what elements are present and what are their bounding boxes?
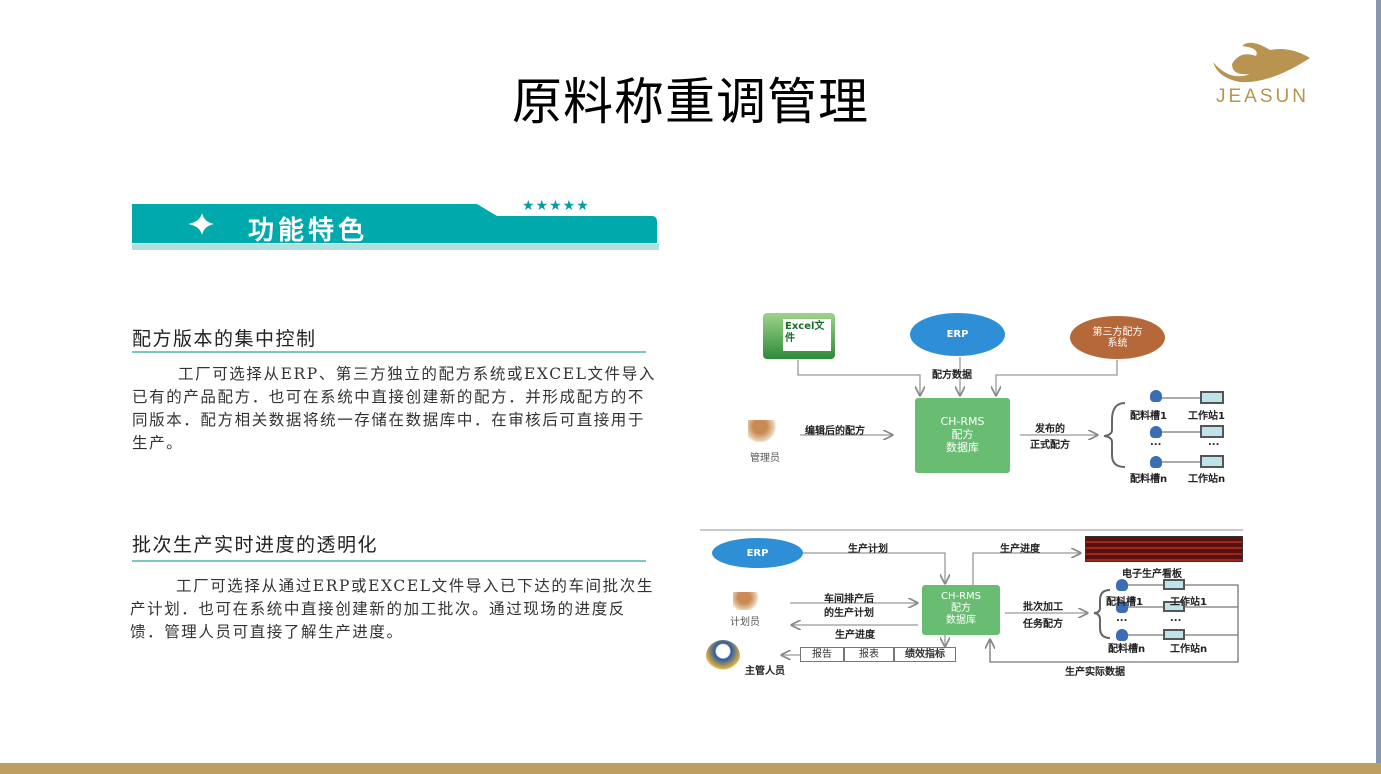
planner-person-icon xyxy=(733,592,761,610)
wsn-label: 工作站n xyxy=(1188,474,1226,485)
erp-node-2: ERP xyxy=(712,538,803,568)
ellipsis: ... xyxy=(1170,613,1182,624)
manager-label: 管理员 xyxy=(750,453,780,464)
section1-heading: 配方版本的集中控制 xyxy=(132,328,317,350)
ch-rms-db-node-2: CH-RMS 配方 数据库 xyxy=(922,585,1000,635)
section1-body: 工厂可选择从ERP、第三方独立的配方系统或EXCEL文件导入已有的产品配方．也可… xyxy=(132,365,656,452)
actual-data-label: 生产实际数据 xyxy=(1065,667,1125,678)
batch-label-2: 任务配方 xyxy=(1023,619,1063,630)
section2-heading: 批次生产实时进度的透明化 xyxy=(132,534,379,556)
publish-label-2: 正式配方 xyxy=(1030,440,1070,451)
ws1-label: 工作站1 xyxy=(1170,597,1207,608)
section2-rule xyxy=(132,560,646,562)
feature-banner xyxy=(132,204,659,250)
workstation-icon xyxy=(1163,579,1185,590)
tank-icon xyxy=(1116,579,1128,591)
electronic-board-image xyxy=(1085,536,1243,562)
db-line2: 配方 xyxy=(951,603,971,614)
reports-group: 报告 报表 绩效指标 xyxy=(800,647,956,662)
workstation-icon xyxy=(1163,601,1185,612)
batch-label-1: 批次加工 xyxy=(1023,602,1063,613)
tankn-label: 配料槽n xyxy=(1130,474,1168,485)
report-item: 绩效指标 xyxy=(894,647,956,662)
board-label: 电子生产看板 xyxy=(1122,569,1182,580)
ellipsis: ... xyxy=(1208,437,1220,448)
workstation-icon xyxy=(1200,455,1224,468)
plan-label: 生产计划 xyxy=(848,544,888,555)
erp-node: ERP xyxy=(910,313,1005,356)
publish-label-1: 发布的 xyxy=(1035,424,1065,435)
report-item: 报表 xyxy=(844,647,894,662)
workstation-icon xyxy=(1200,391,1224,404)
excel-file-icon: Excel文件 xyxy=(763,313,835,359)
logo-text: JEASUN xyxy=(1216,86,1309,107)
bottom-gold-bar xyxy=(0,763,1381,774)
progress-back-label: 生产进度 xyxy=(835,630,875,641)
ws1-label: 工作站1 xyxy=(1188,411,1225,422)
wsn-label: 工作站n xyxy=(1170,644,1208,655)
rating-stars: ★★★★★ xyxy=(522,198,590,214)
edited-recipe-label: 编辑后的配方 xyxy=(805,426,865,437)
tankn-label: 配料槽n xyxy=(1108,644,1146,655)
report-item: 报告 xyxy=(800,647,844,662)
db-name: CH-RMS xyxy=(940,415,985,428)
db-line3: 数据库 xyxy=(946,615,976,626)
tank-icon xyxy=(1150,390,1162,402)
tank-icon xyxy=(1116,601,1128,613)
tank-icon xyxy=(1116,629,1128,641)
planner-label: 计划员 xyxy=(730,617,760,628)
workstation-icon xyxy=(1200,425,1224,438)
manager-person-icon xyxy=(748,420,778,442)
workstation-icon xyxy=(1163,629,1185,640)
tank1-label: 配料槽1 xyxy=(1130,411,1167,422)
progress-top-label: 生产进度 xyxy=(1000,544,1040,555)
banner-title: 功能特色 xyxy=(248,216,369,246)
ellipsis: ... xyxy=(1116,613,1128,624)
ch-rms-db-node: CH-RMS 配方 数据库 xyxy=(915,398,1010,473)
ellipsis: ... xyxy=(1150,437,1162,448)
db-name: CH-RMS xyxy=(940,591,982,602)
slide-title: 原料称重调管理 xyxy=(512,73,869,131)
right-edge-bar xyxy=(1376,0,1381,774)
tank-icon xyxy=(1150,456,1162,468)
excel-label: Excel文件 xyxy=(783,319,831,351)
tank1-label: 配料槽1 xyxy=(1106,597,1143,608)
recipe-data-label: 配方数据 xyxy=(932,370,972,381)
section2-body: 工厂可选择从通过ERP或EXCEL文件导入已下达的车间批次生产计划．也可在系统中… xyxy=(130,577,654,641)
sched-label-2: 的生产计划 xyxy=(824,608,874,619)
db-line3: 数据库 xyxy=(946,441,979,454)
supervisor-label: 主管人员 xyxy=(745,666,785,677)
tank-icon xyxy=(1150,426,1162,438)
section1-rule xyxy=(132,351,646,353)
supervisor-person-icon xyxy=(706,640,740,672)
db-line2: 配方 xyxy=(951,428,974,441)
jeasun-logo-icon xyxy=(1213,42,1310,83)
sched-label-1: 车间排产后 xyxy=(824,594,874,605)
third-party-node: 第三方配方系统 xyxy=(1070,316,1165,359)
